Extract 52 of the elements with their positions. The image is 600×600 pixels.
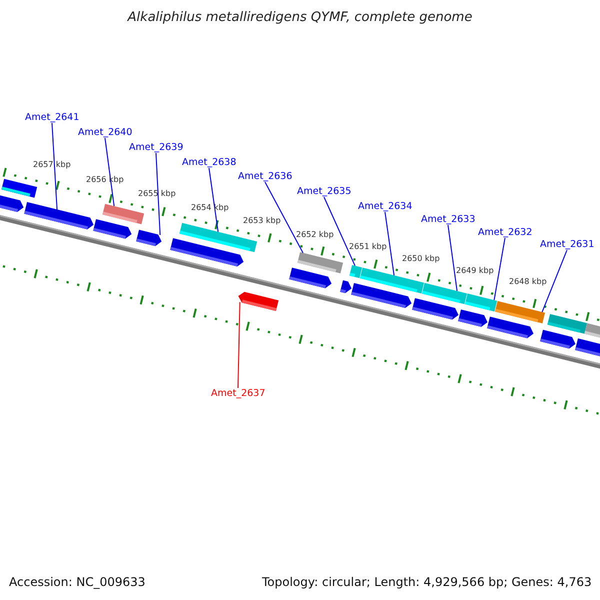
leader-line [104,138,115,207]
scale-label: 2657 kbp [33,160,71,169]
gene-bar [297,252,344,274]
accession-text: Accession: NC_009633 [9,575,146,589]
gene-bar [360,268,424,294]
leader-line [384,212,395,276]
gene-bar [422,282,468,304]
leader-line [264,182,304,254]
gene-label: Amet_2634 [358,201,412,212]
leader-line [448,224,458,292]
gene-shape [238,292,279,312]
gene-shape [575,338,600,358]
leader-line [208,168,219,232]
gene-label: Amet_2631 [540,239,594,250]
gene-shape [24,202,94,230]
gene-bar [179,222,258,252]
leader-line [324,196,356,266]
gene-label: Amet_2640 [78,127,132,138]
gene-bar [547,314,588,334]
scale-label: 2650 kbp [402,254,440,263]
gene-shape [289,268,332,288]
gene-shape [0,195,24,212]
gene-shape [487,316,534,338]
gene-shape [458,309,488,327]
gene-label: Amet_2635 [297,186,352,197]
gene-shape [340,280,352,294]
gene-bar [102,204,144,224]
gene-bar [349,264,362,278]
gene-label: Amet_2633 [421,214,476,225]
scale-label: 2653 kbp [243,216,281,225]
leader-line [494,238,506,301]
gene-shape [540,330,576,349]
gene-label: Amet_2632 [478,227,532,238]
gene-shape [412,298,459,320]
leader-line [52,122,58,210]
gene-bar [494,300,546,324]
scale-label: 2649 kbp [456,266,494,275]
scale-label: 2651 kbp [349,242,387,251]
gene-shape [136,230,162,246]
gene-label: Amet_2641 [25,112,80,123]
leader-line [238,302,240,388]
gene-label: Amet_2638 [182,157,236,168]
genome-info-text: Topology: circular; Length: 4,929,566 bp; Genes: 4,763 [262,575,592,589]
gene-bar [464,294,498,312]
gene-bar [1,178,38,198]
gene-label: Amet_2636 [238,171,292,182]
gene-label: Amet_2637 [211,388,266,399]
scale-label: 2648 kbp [509,277,547,286]
gene-shape [93,219,132,239]
gene-label: Amet_2639 [129,142,184,153]
title: Alkaliphilus metalliredigens QYMF, complete genome [126,10,474,25]
scale-label: 2652 kbp [296,230,334,239]
